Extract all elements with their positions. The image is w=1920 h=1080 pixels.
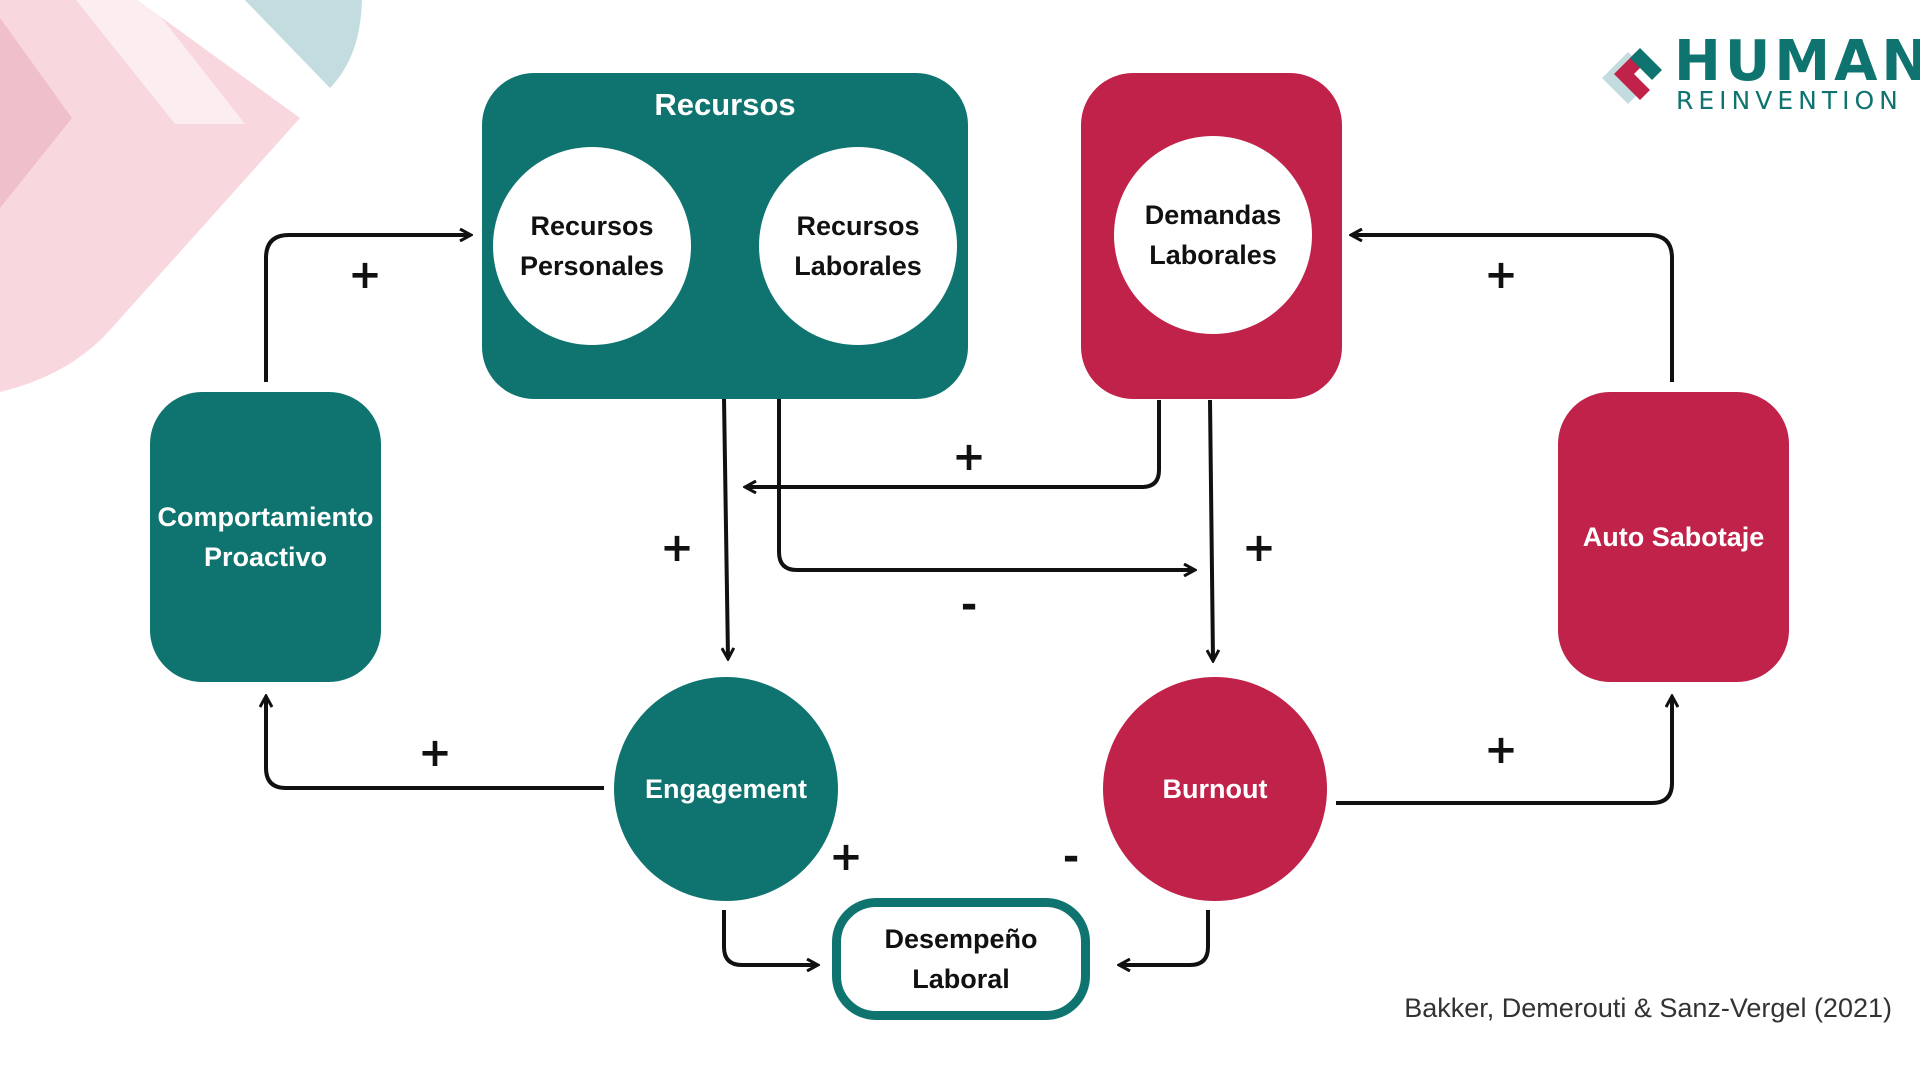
auto-sabotaje-node: Auto Sabotaje: [1558, 392, 1789, 682]
recursos-box: Recursos Recursos Personales Recursos La…: [482, 73, 968, 399]
chevron-pink-light: [0, 0, 300, 392]
logo-mark-icon: [1602, 48, 1662, 104]
teal-arc-shape: [244, 0, 362, 88]
engagement-node: Engagement: [614, 677, 838, 901]
arrow-demandas-to-burnout: [1210, 399, 1213, 660]
comportamiento-proactivo-node: Comportamiento Proactivo: [150, 392, 381, 682]
chevron-pink-mid: [0, 18, 72, 208]
sign-engagement-comportamiento: +: [418, 730, 452, 776]
arrow-burnout-to-auto-sabotaje: [1336, 697, 1672, 805]
arrow-auto-sabotaje-to-demandas: [1352, 235, 1674, 382]
auto-sabotaje-label: Auto Sabotaje: [1582, 522, 1765, 552]
desempeno-laboral-label: Desempeño Laboral: [884, 924, 1038, 994]
sign-burnout-desempeno: -: [1062, 834, 1080, 880]
demandas-laborales-label: Demandas Laborales: [1144, 200, 1282, 270]
recursos-laborales-label: Recursos Laborales: [794, 211, 922, 281]
chevron-white-stripe: [75, 0, 245, 124]
arrow-recursos-to-burnout: [777, 398, 1194, 570]
recursos-personales-label: Recursos Personales: [519, 211, 665, 281]
arrow-engagement-to-desempeno: [722, 910, 817, 965]
sign-auto-sabotaje-demandas: +: [1484, 252, 1518, 298]
brand-logo: HUMAN REINVENTION: [1592, 34, 1920, 115]
comportamiento-proactivo-label: Comportamiento Proactivo: [157, 502, 374, 572]
arrow-demandas-to-engagement: [746, 400, 1161, 487]
logo-word-reinvention: REINVENTION: [1676, 86, 1903, 115]
recursos-personales-node: Recursos Personales: [493, 147, 691, 345]
burnout-node: Burnout: [1103, 677, 1327, 901]
sign-burnout-auto-sabotaje: +: [1484, 727, 1518, 773]
sign-engagement-desempeno: +: [829, 834, 863, 880]
arrow-recursos-to-engagement: [724, 397, 728, 658]
decorative-chevrons: [0, 0, 362, 392]
sign-comportamiento-recursos: +: [348, 252, 382, 298]
burnout-label: Burnout: [1162, 774, 1268, 804]
arrow-burnout-to-desempeno: [1120, 910, 1210, 965]
desempeno-laboral-node: Desempeño Laboral: [832, 898, 1090, 1020]
recursos-laborales-node: Recursos Laborales: [759, 147, 957, 345]
citation: Bakker, Demerouti & Sanz-Vergel (2021): [1404, 993, 1892, 1023]
engagement-label: Engagement: [644, 774, 808, 804]
sign-demandas-burnout: +: [1242, 525, 1276, 571]
sign-demandas-engagement: +: [952, 434, 986, 480]
logo-word-human: HUMAN: [1674, 29, 1920, 94]
recursos-title: Recursos: [654, 87, 796, 122]
sign-recursos-engagement: +: [660, 525, 694, 571]
arrow-comportamiento-to-recursos: [264, 235, 470, 382]
demandas-laborales-node: Demandas Laborales: [1114, 136, 1312, 334]
demandas-box: Demandas Laborales: [1081, 73, 1342, 399]
arrow-engagement-to-comportamiento: [266, 697, 604, 790]
sign-recursos-burnout: -: [960, 582, 978, 628]
